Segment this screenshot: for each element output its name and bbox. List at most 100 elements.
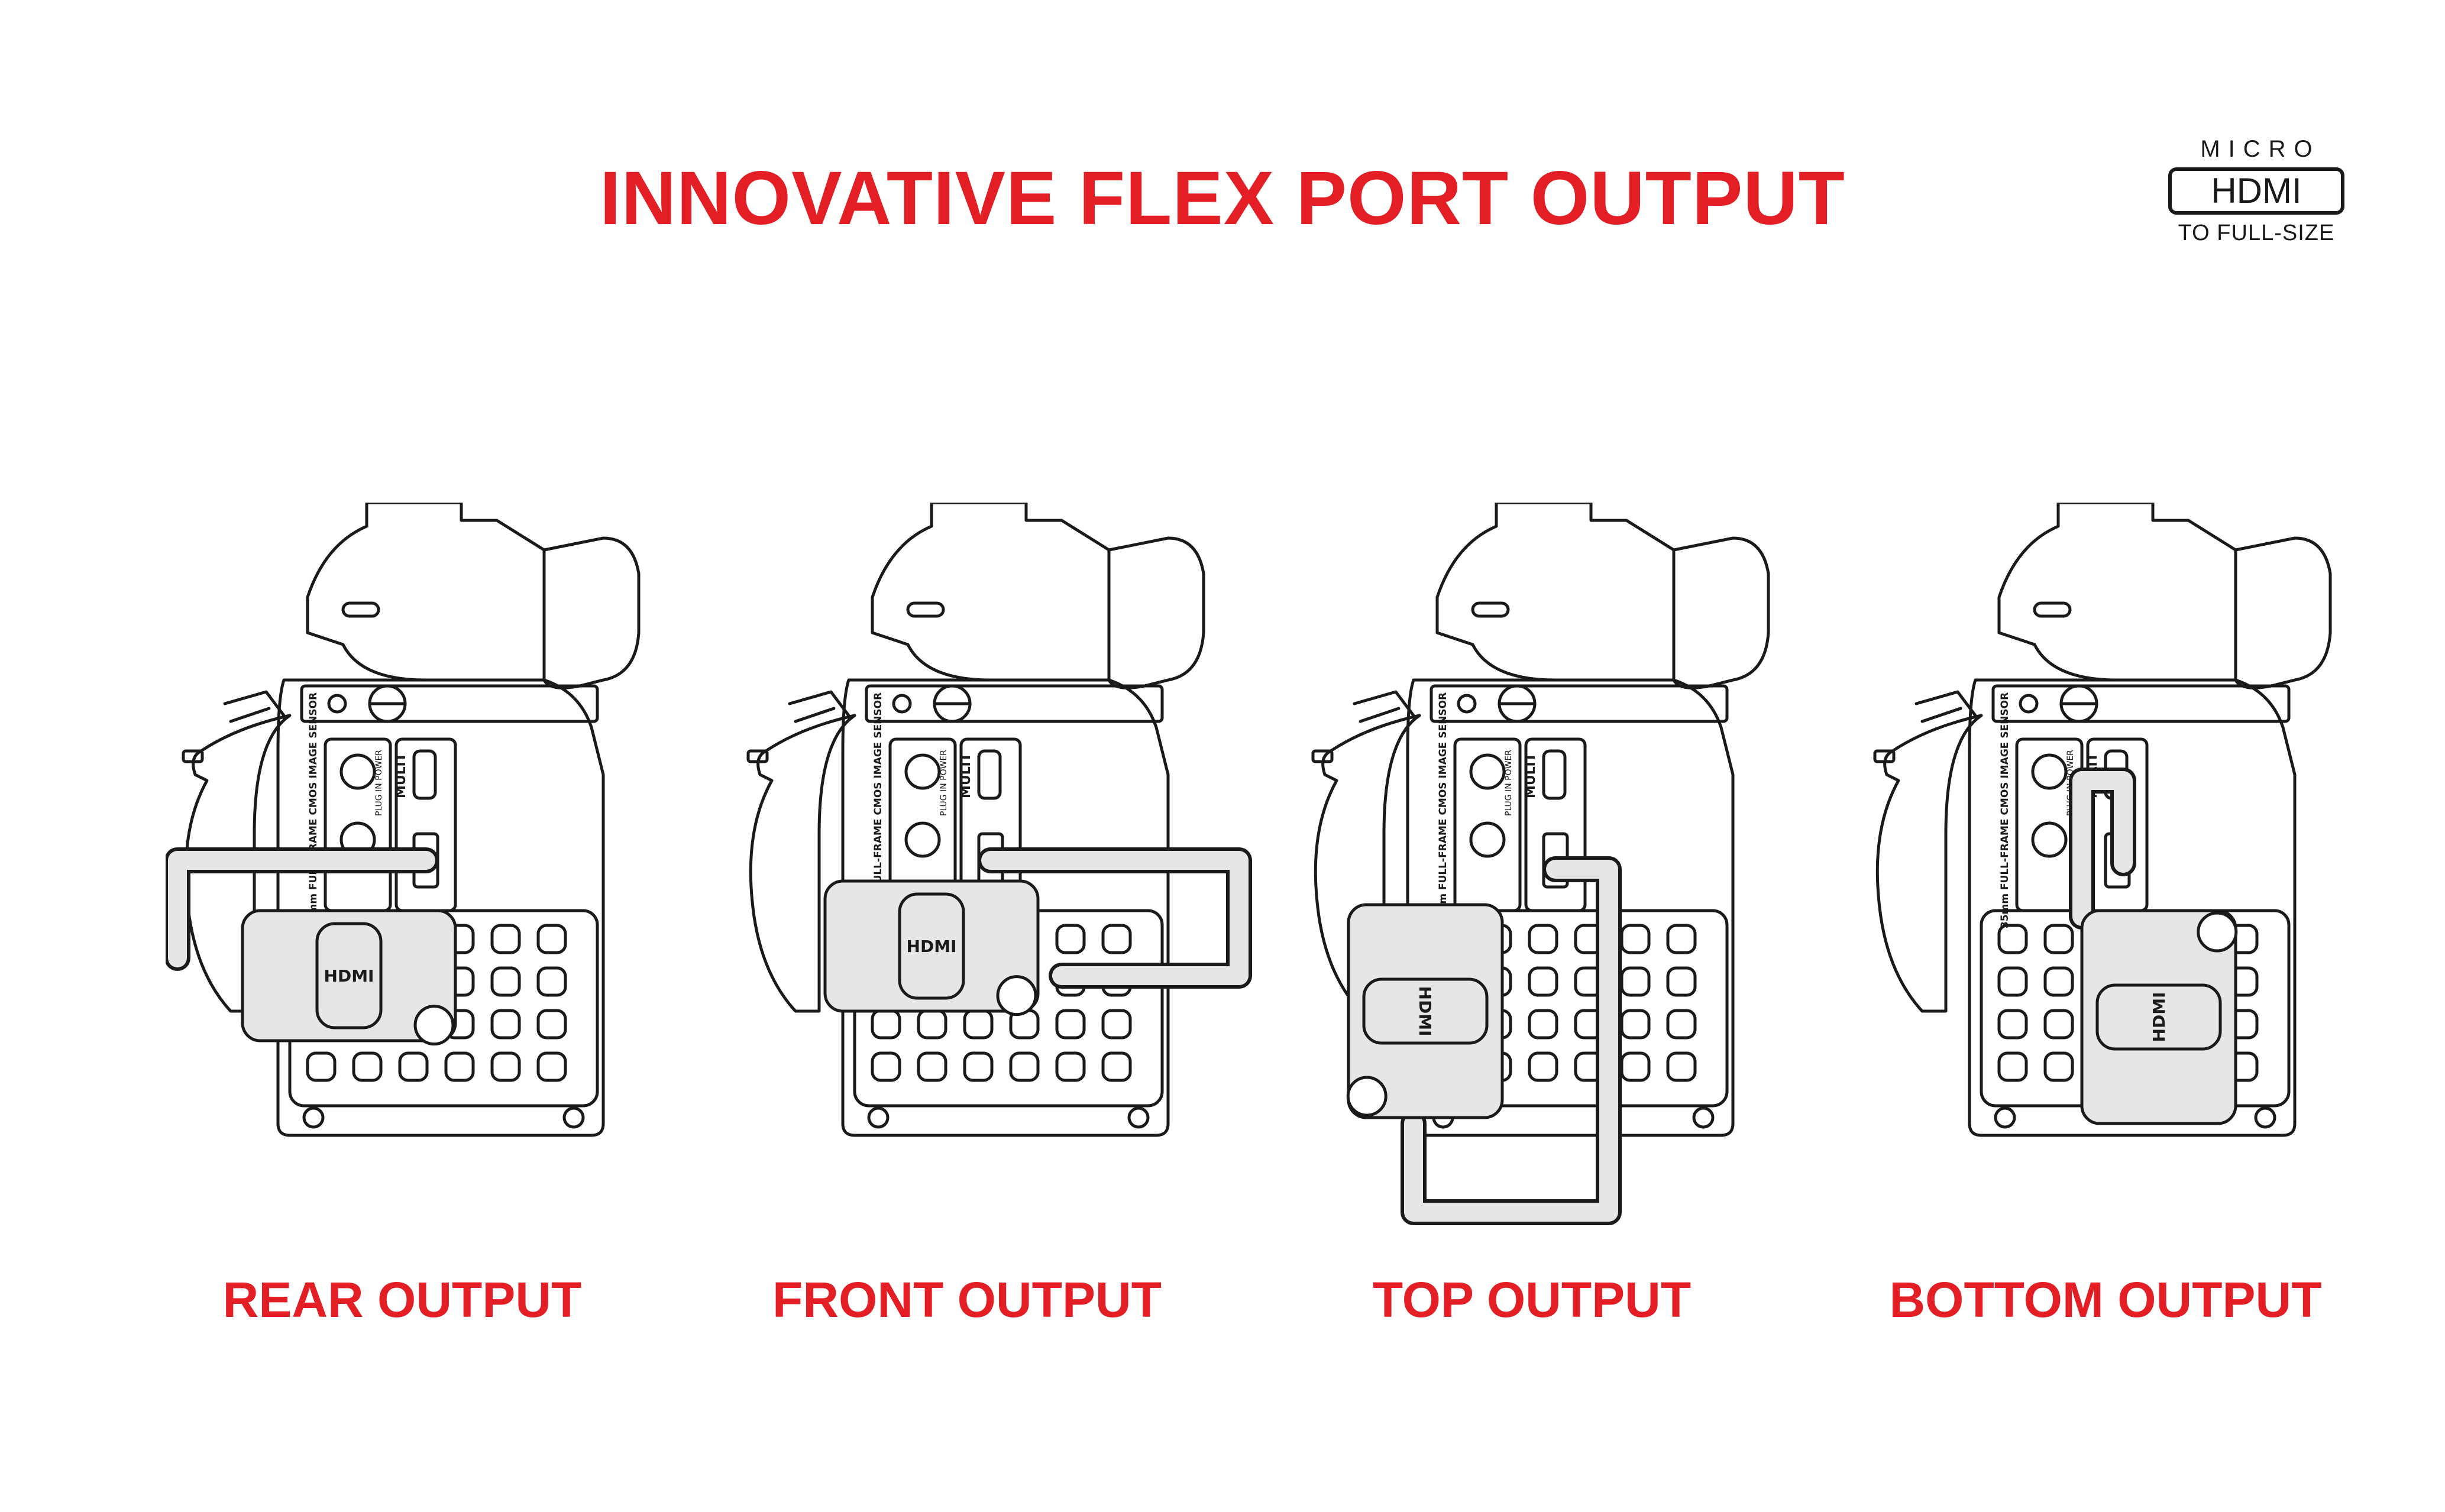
hdmi-logo-text: HDMI [324, 966, 374, 986]
baseplate-hole [306, 1051, 337, 1082]
adapter-grip [898, 892, 965, 1000]
plug-in-power-label: PLUG IN POWER [939, 750, 949, 816]
hex-screw-icon [562, 1106, 585, 1129]
baseplate-hole [536, 1051, 567, 1082]
hex-screw-icon [302, 1106, 325, 1129]
cable-fill [2072, 771, 2133, 926]
label-top-output: TOP OUTPUT [1372, 1272, 1692, 1328]
baseplate-hole [1666, 924, 1697, 954]
hex-screw-icon [1692, 1106, 1715, 1129]
strap-lug [746, 749, 769, 763]
eyecup [1672, 536, 1770, 689]
hex-screw-icon [1127, 1106, 1150, 1129]
baseplate-hole [1528, 966, 1558, 997]
baseplate-hole [1055, 1051, 1086, 1082]
baseplate-hole [1997, 1009, 2028, 1040]
baseplate-hole [536, 924, 567, 954]
cable-fill [168, 851, 435, 967]
camera-body: MULTI PLUG IN POWER 35mm FULL-FRAME CMOS I… [746, 503, 1205, 1137]
strap-lug [182, 749, 204, 763]
baseplate-hole [1620, 1051, 1651, 1082]
camera-body-outline [1968, 678, 2297, 1137]
top-panel [300, 684, 599, 723]
baseplate-hole [490, 1051, 521, 1082]
label-bottom-output: BOTTOM OUTPUT [1889, 1272, 2322, 1328]
baseplate-hole [490, 924, 521, 954]
multi-port-label: MULTI [394, 755, 409, 798]
sensor-label: 35mm FULL-FRAME CMOS IMAGE SENSOR [1999, 692, 2011, 928]
baseplate-hole [1055, 924, 1086, 954]
hdmi-adapter-body: HDMI [1346, 903, 1504, 1119]
cable-fill [1404, 860, 1618, 1222]
hex-screw-icon [1994, 1106, 2016, 1129]
hdmi-adapter-body: HDMI [2080, 909, 2238, 1125]
strap-lug [1311, 749, 1334, 763]
baseplate-hole [2043, 1009, 2074, 1040]
baseplate-hole [1997, 1051, 2028, 1082]
baseplate-hole [1528, 1009, 1558, 1040]
badge-full-size-text: TO FULL-SIZE [2178, 221, 2335, 245]
screw-icon [1457, 694, 1477, 714]
baseplate-hole [963, 1051, 994, 1082]
baseplate-hole [1620, 966, 1651, 997]
multi-port-label: MULTI [959, 755, 974, 798]
eyecup [2234, 536, 2332, 689]
mic-jack-icon [1469, 753, 1506, 790]
baseplate-hole [917, 1009, 947, 1040]
headphone-jack-icon [904, 821, 941, 858]
camera-grip-outline [1875, 714, 1983, 1013]
baseplate-hole [1009, 1051, 1040, 1082]
viewfinder-slot [1471, 601, 1510, 618]
lockcircle-screw-icon [2197, 911, 2238, 953]
baseplate-hole [490, 1009, 521, 1040]
mic-jack-icon [904, 753, 941, 790]
baseplate-hole [1620, 924, 1651, 954]
multi-port-icon [1542, 749, 1567, 800]
control-dial [1914, 690, 1977, 723]
adapter-grip [315, 922, 383, 1029]
screw-icon [892, 694, 912, 714]
baseplate-hole [490, 966, 521, 997]
baseplate-hole [1055, 1009, 1086, 1040]
badge-hdmi-text: HDMI [2168, 167, 2344, 215]
baseplate-hole [1666, 1009, 1697, 1040]
multi-port-label: MULTI [1524, 755, 1538, 798]
viewfinder-housing [1997, 503, 2237, 682]
mic-jack-icon [339, 753, 376, 790]
control-dial [223, 690, 286, 723]
baseplate-hole [963, 1009, 994, 1040]
screw-icon [327, 694, 347, 714]
hdmi-cable-bottom: HDMI [2069, 768, 2238, 1125]
strap-lug [1873, 749, 1896, 763]
hdmi-cable-rear: HDMI [166, 847, 457, 1046]
hdmi-logo-text: HDMI [907, 937, 957, 956]
baseplate-hole [1101, 1009, 1132, 1040]
sensor-label: 35mm FULL-FRAME CMOS IMAGE SENSOR [872, 692, 884, 928]
micro-hdmi-badge: MICRO HDMI TO FULL-SIZE [2159, 136, 2354, 246]
viewfinder-slot [2033, 601, 2072, 618]
mic-jack-icon [2031, 753, 2068, 790]
baseplate-hole [1101, 1051, 1132, 1082]
camera-grip-outline [1314, 714, 1421, 1013]
baseplate-hole [398, 1051, 429, 1082]
baseplate-hole [352, 1051, 383, 1082]
label-rear-output: REAR OUTPUT [222, 1272, 582, 1328]
camera-body-outline [841, 678, 1170, 1137]
baseplate-hole [871, 1009, 901, 1040]
control-dial [1353, 690, 1415, 723]
eyecup [542, 536, 641, 689]
baseplate-hole [1620, 1009, 1651, 1040]
hdmi-adapter-body: HDMI [241, 909, 457, 1046]
baseplate-hole [1666, 966, 1697, 997]
adapter-grip [2095, 983, 2222, 1051]
hex-screw-icon [867, 1106, 890, 1129]
hdmi-logo-text: HDMI [2149, 992, 2169, 1042]
multi-port-icon [977, 749, 1002, 800]
headphone-jack-icon [1469, 821, 1506, 858]
hdmi-adapter-body: HDMI [823, 879, 1040, 1016]
viewfinder-slot [341, 601, 380, 618]
camera-front-output: MULTI PLUG IN POWER 35mm FULL-FRAME CMOS I… [746, 503, 1252, 1137]
viewfinder-housing [871, 503, 1111, 682]
